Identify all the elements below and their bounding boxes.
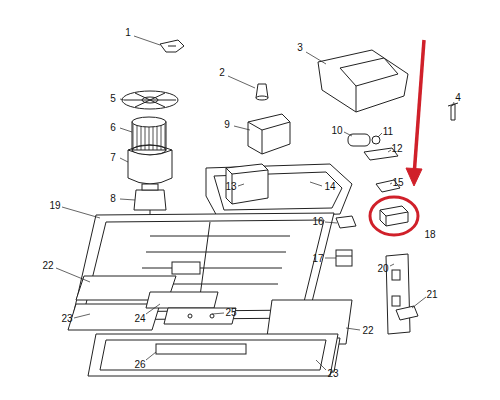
callout-number: 4 (455, 92, 461, 103)
callout-number: 19 (49, 200, 60, 211)
callout-number: 9 (224, 119, 230, 130)
callout-number: 2 (219, 67, 225, 78)
callout-number: 3 (297, 42, 303, 53)
callout-number: 24 (134, 313, 145, 324)
callout-number: 12 (391, 143, 402, 154)
callout-number: 26 (134, 359, 145, 370)
callout-number: 11 (383, 126, 393, 137)
callout-number: 25 (225, 307, 236, 318)
callout-number: 20 (377, 263, 388, 274)
callout-number: 6 (110, 122, 116, 133)
callout-number: 23 (327, 368, 338, 379)
callout-number: 7 (110, 152, 116, 163)
callout-number: 22 (42, 260, 53, 271)
callout-number: 22 (362, 325, 373, 336)
highlight (370, 40, 424, 235)
callout-number: 16 (312, 216, 323, 227)
callout-number: 10 (331, 125, 342, 136)
callout-number: 1 (125, 27, 131, 38)
callout-number: 17 (312, 253, 323, 264)
callout-number: 23 (61, 313, 72, 324)
callout-number: 13 (225, 181, 236, 192)
leader-lines (56, 36, 454, 370)
part-outlines (68, 40, 458, 376)
callout-number: 5 (110, 93, 116, 104)
callout-number: 14 (324, 181, 335, 192)
callout-number: 8 (110, 193, 116, 204)
callout-number: 21 (426, 289, 437, 300)
callout-number: 18 (424, 229, 435, 240)
callout-number: 15 (392, 177, 403, 188)
